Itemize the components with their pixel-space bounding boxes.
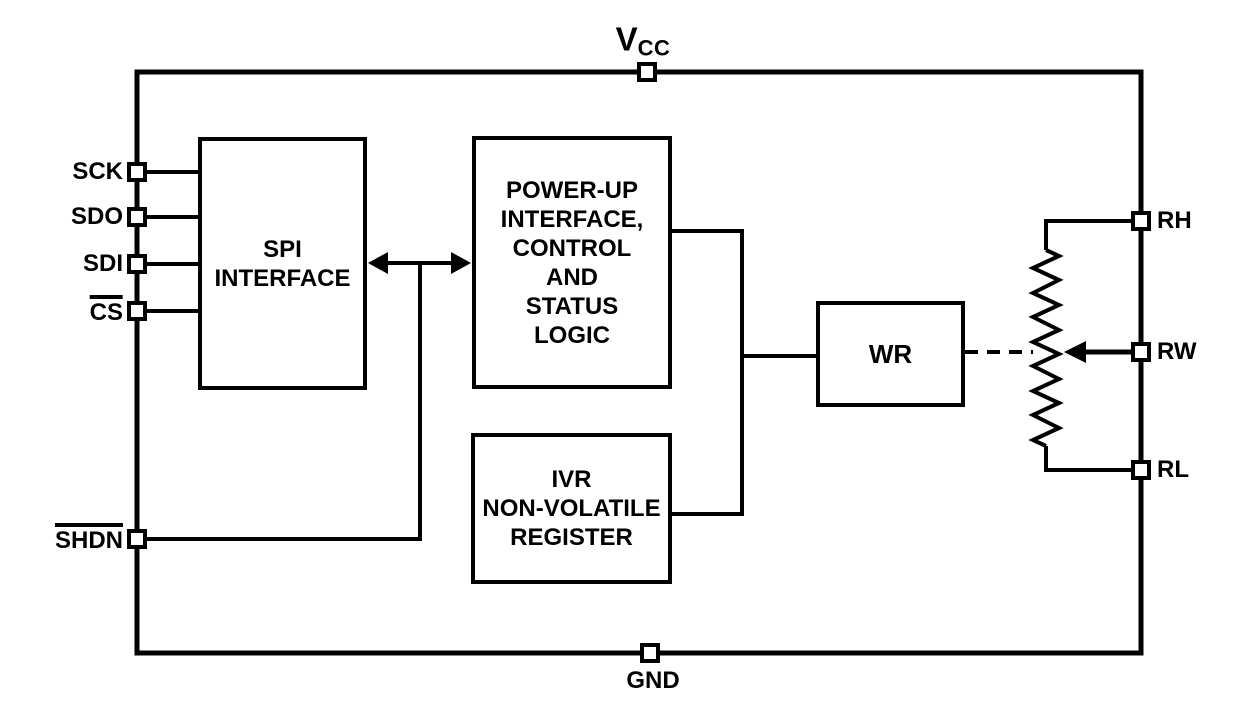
ivr-register-label: IVR NON-VOLATILE REGISTER (482, 466, 661, 551)
wire-shdn (137, 263, 422, 541)
pin-rh (1131, 211, 1151, 231)
pin-label-sdi: SDI (82, 250, 123, 277)
wiper-arrow (1064, 341, 1133, 363)
arrowhead-right (451, 252, 471, 274)
pin-shdn (127, 529, 147, 549)
power-up-logic-block (472, 136, 672, 389)
spi-interface-label: SPI INTERFACE (214, 235, 351, 292)
pin-sdo (127, 207, 147, 227)
pin-label-cs: CS (89, 295, 123, 325)
spi-interface-block (198, 137, 367, 390)
power-up-logic-label: POWER-UP INTERFACE, CONTROL AND STATUS L… (500, 176, 644, 349)
vcc-prefix: V (615, 20, 638, 58)
pin-label-rl: RL (1157, 456, 1189, 483)
shdn-overline-text: SHDN (54, 523, 123, 553)
pin-vcc (637, 62, 657, 82)
pin-label-sck: SCK (72, 158, 123, 185)
pin-label-vcc: VCC (615, 20, 671, 60)
pin-gnd (640, 643, 660, 663)
pin-label-gnd: GND (626, 667, 680, 694)
wr-label: WR (868, 338, 913, 369)
pin-sck (127, 162, 147, 182)
pin-cs (127, 301, 147, 321)
pin-label-rw: RW (1157, 338, 1197, 365)
bidirectional-arrow (368, 252, 471, 274)
pin-rl (1131, 460, 1151, 480)
vcc-subscript: CC (637, 35, 671, 61)
pin-sdi (127, 254, 147, 274)
control-bus-wire (670, 229, 744, 516)
wiper-arrowhead (1064, 341, 1086, 363)
pin-label-rh: RH (1157, 207, 1192, 234)
arrowhead-left (368, 252, 388, 274)
cs-overline-text: CS (89, 295, 123, 325)
pin-rw (1131, 342, 1151, 362)
ivr-register-block (471, 433, 672, 584)
pin-label-shdn: SHDN (54, 523, 123, 553)
resistor-bottom-wire (1044, 446, 1133, 472)
resistor-zigzag (1028, 248, 1064, 448)
resistor-top-wire (1044, 219, 1133, 250)
pin-label-sdo: SDO (70, 203, 123, 230)
